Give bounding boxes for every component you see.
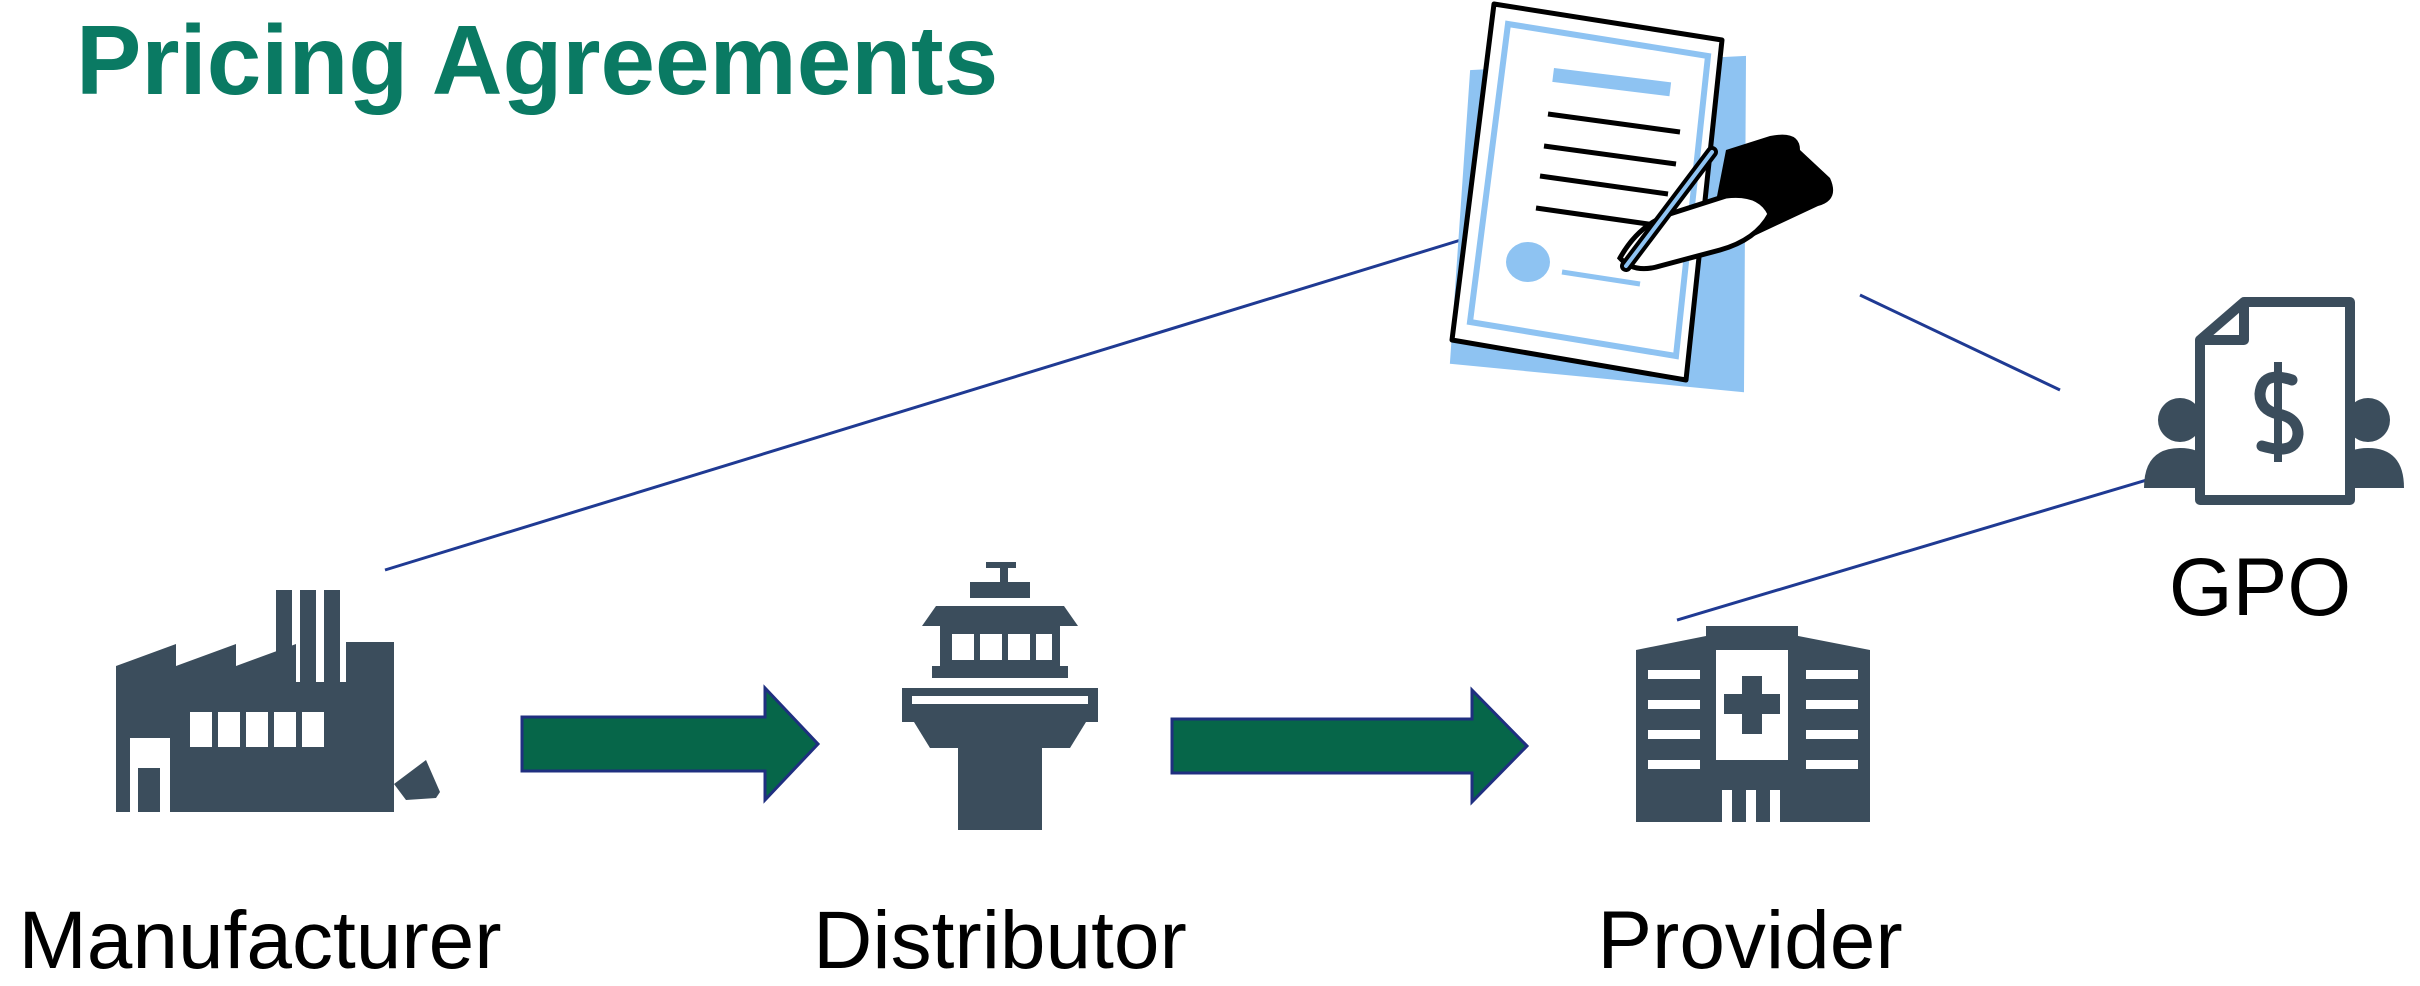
factory-icon xyxy=(116,590,440,812)
gpo-label: GPO xyxy=(2168,542,2352,633)
provider-label: Provider xyxy=(1597,895,1903,986)
gpo-to-contract-line xyxy=(1859,293,2061,392)
control-tower-icon xyxy=(902,562,1098,830)
page-title: Pricing Agreements xyxy=(76,5,999,115)
manufacturer-label: Manufacturer xyxy=(18,895,502,986)
distributor-label: Distributor xyxy=(813,895,1187,986)
distributor-to-provider-arrow xyxy=(1170,686,1530,806)
manufacturer-to-contract-line xyxy=(384,226,1502,572)
provider-to-gpo-line xyxy=(1676,474,2162,622)
manufacturer-to-distributor-arrow xyxy=(520,684,821,804)
group-purchasing-icon xyxy=(2144,297,2404,505)
signed-contract-icon xyxy=(1449,1,1834,393)
hospital-icon xyxy=(1636,626,1870,822)
